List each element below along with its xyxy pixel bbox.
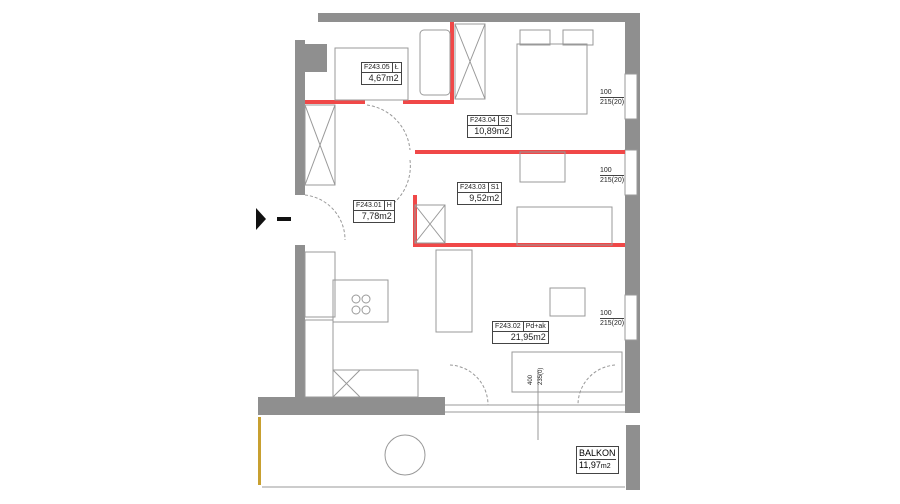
room-type: S1 bbox=[488, 184, 502, 193]
window-height: 215(20) bbox=[600, 97, 625, 106]
balcony-label[interactable]: BALKON 11,97m2 bbox=[576, 446, 619, 474]
room-type: S2 bbox=[498, 117, 512, 126]
room-type: H bbox=[384, 202, 394, 211]
room-area: 4,67m2 bbox=[368, 73, 399, 83]
balcony-name: BALKON bbox=[579, 448, 616, 458]
room-area: 21,95m2 bbox=[510, 332, 546, 342]
window-height: 215(20) bbox=[600, 318, 625, 327]
balcony-area: 11,97m2 bbox=[579, 459, 616, 472]
room-area: 7,78m2 bbox=[361, 211, 392, 221]
window-width: 100 bbox=[600, 89, 612, 96]
room-area: 9,52m2 bbox=[469, 193, 500, 203]
windows bbox=[624, 73, 638, 341]
room-type: Pd+ak bbox=[523, 323, 548, 332]
window-width: 100 bbox=[600, 167, 612, 174]
balcony-area-value: 11,97 bbox=[579, 460, 601, 470]
room-code: F243.05 bbox=[362, 63, 393, 73]
window-height: 215(20) bbox=[600, 175, 625, 184]
fixtures bbox=[262, 23, 625, 488]
room-code: F243.03 bbox=[458, 183, 489, 193]
balcony-railing bbox=[258, 417, 261, 485]
room-area: 10,89m2 bbox=[474, 126, 510, 136]
door-height: 235(0) bbox=[538, 367, 544, 385]
window-width: 100 bbox=[600, 310, 612, 317]
balcony-area-unit: m2 bbox=[600, 463, 611, 470]
entrance-marker bbox=[277, 217, 291, 221]
room-code: F243.01 bbox=[354, 201, 385, 211]
room-code: F243.02 bbox=[493, 322, 524, 332]
room-type: Ł bbox=[392, 64, 401, 73]
entrance-arrow-icon bbox=[256, 208, 266, 230]
room-code: F243.04 bbox=[468, 116, 499, 126]
door-width: 400 bbox=[528, 374, 534, 385]
